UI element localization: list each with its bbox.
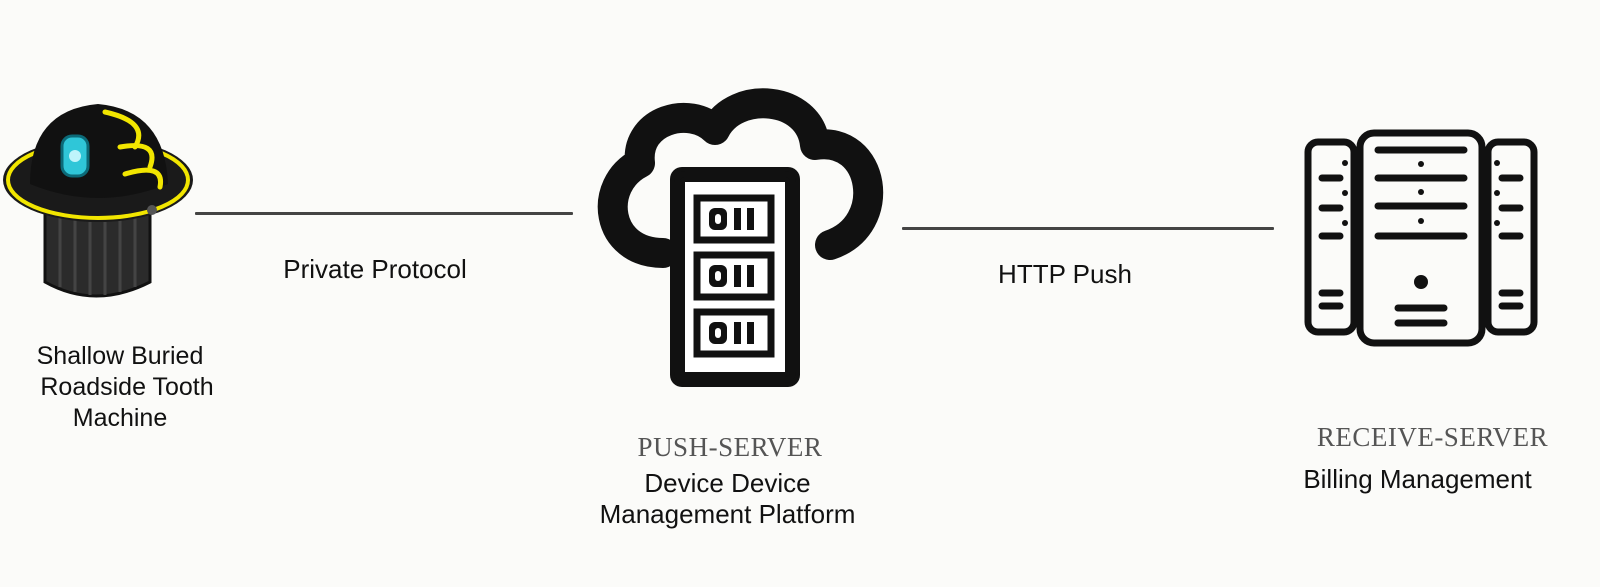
edge-label-http-push: HTTP Push bbox=[998, 259, 1132, 289]
edge-label-private-protocol: Private Protocol bbox=[283, 254, 467, 284]
push-server-name: PUSH-SERVER bbox=[637, 432, 823, 462]
cloud-server-icon bbox=[585, 85, 885, 397]
device-name: Shallow Buried Roadside Tooth Machine bbox=[10, 341, 230, 434]
connector-http-push bbox=[902, 227, 1274, 230]
device-name-line-3: Machine bbox=[72, 404, 168, 432]
device-name-line-1: Shallow Buried bbox=[36, 342, 204, 370]
push-server-role-line-1: Device Device bbox=[644, 468, 811, 498]
connector-private-protocol bbox=[195, 212, 573, 215]
push-server-role-line-2: Management Platform bbox=[599, 499, 856, 529]
receive-server-name: RECEIVE-SERVER bbox=[1316, 422, 1549, 452]
receive-server-role: Billing Management bbox=[1303, 464, 1532, 494]
push-server-role: Device Device Management Platform bbox=[560, 468, 895, 530]
server-rack-icon bbox=[1300, 128, 1540, 350]
device-name-line-2: Roadside Tooth bbox=[40, 373, 214, 401]
buried-roadside-machine-icon bbox=[0, 92, 200, 304]
